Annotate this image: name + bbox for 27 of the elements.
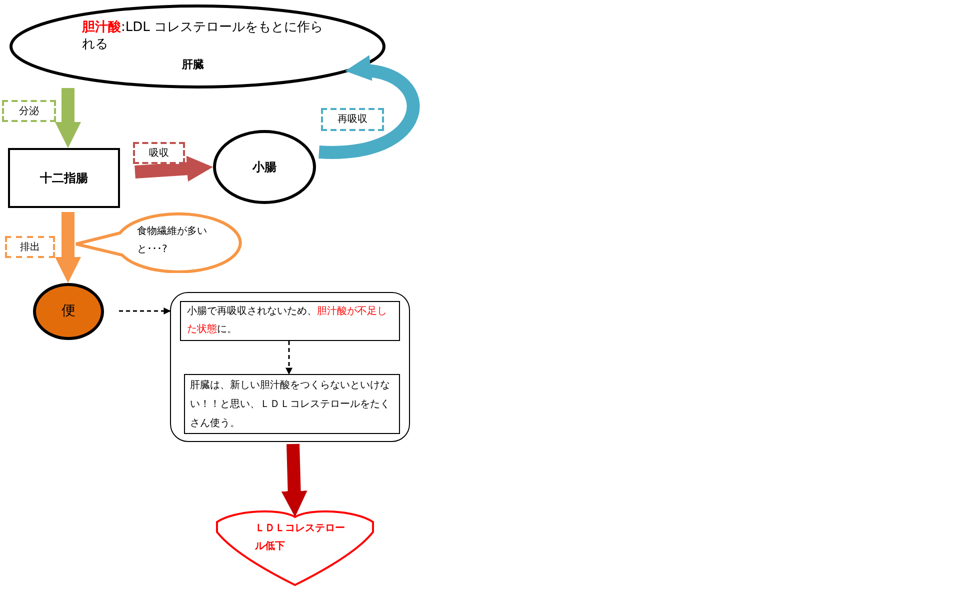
arrow [55, 212, 81, 283]
text-box [184, 374, 400, 434]
edge-label: 吸収 [133, 142, 185, 164]
node-label: ＬＤＬコレステロール低下 [255, 522, 346, 554]
arrow [318, 57, 420, 158]
node-label: 小腸 [252, 159, 276, 176]
liver-ellipse [10, 5, 385, 88]
node-label: 小腸で再吸収されないため、胆汁酸が不足した状態に。 [187, 304, 388, 337]
edge-label: 分泌 [2, 100, 56, 122]
arrow [55, 88, 81, 148]
edge-label: 排出 [5, 236, 55, 258]
text-box [180, 301, 400, 341]
rounded-panel [170, 292, 410, 442]
arrow [281, 444, 308, 518]
description-text: 胆汁酸:LDL コレステロールをもとに作られる [82, 19, 324, 53]
node-label: 肝臓は、新しい胆汁酸をつくらないといけない！！と思い、ＬＤＬコレステロールをたくさん使う。 [190, 378, 391, 431]
process-box [8, 148, 120, 208]
arrow [134, 156, 214, 182]
arrow [286, 341, 292, 375]
edge-label: 再吸収 [321, 108, 384, 131]
heart-shape [215, 510, 375, 586]
speech-bubble [75, 211, 245, 273]
bubble-text: 食物繊維が多いと･･･? [137, 224, 208, 257]
arrow [119, 308, 171, 314]
node-label: 十二指腸 [40, 170, 88, 187]
node-label: 肝臓 [182, 57, 204, 73]
node-label: 便 [62, 302, 76, 321]
